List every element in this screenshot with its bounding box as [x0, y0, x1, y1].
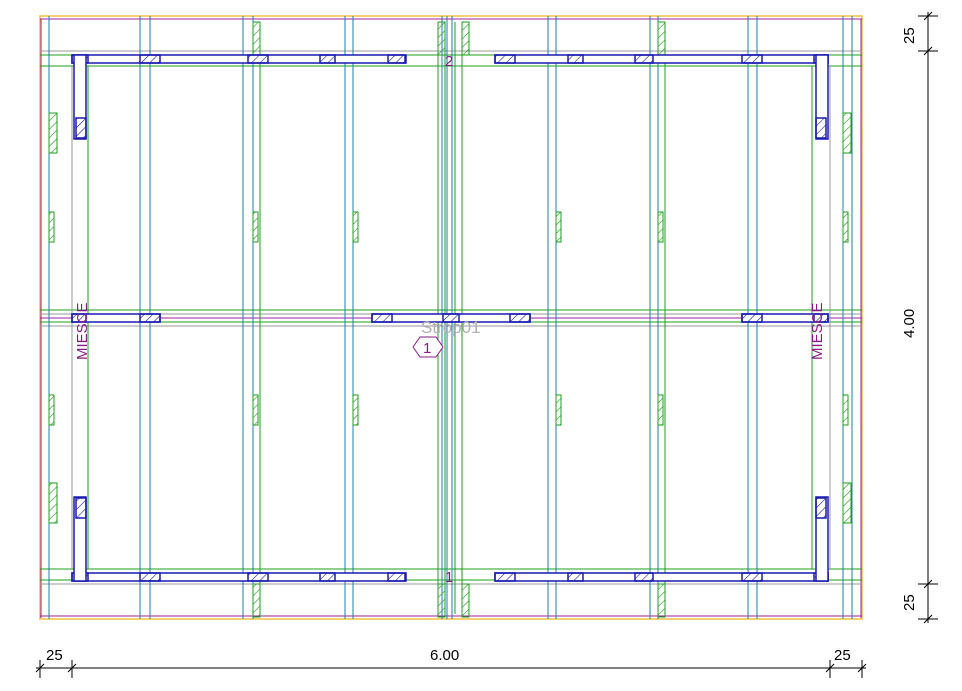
- beam-support: [634, 54, 654, 64]
- wall-strip: [48, 112, 58, 154]
- wall-strip: [48, 211, 55, 243]
- wall-strip: [461, 21, 470, 56]
- axis-label-top: 2: [445, 53, 453, 70]
- wall-strip: [657, 394, 664, 426]
- wall-strip: [842, 112, 852, 154]
- dim-bottom-middle: 6.00: [430, 647, 459, 664]
- wall-strip: [842, 211, 849, 243]
- beam-support: [139, 54, 161, 64]
- beam-support: [815, 497, 827, 519]
- dim-bottom-right: 25: [834, 647, 851, 664]
- room-label-right: MIESCE: [809, 302, 826, 360]
- beam-support: [509, 313, 531, 323]
- dim-right-middle: 4.00: [901, 309, 918, 338]
- wall-strip: [657, 583, 666, 618]
- beam-support: [319, 54, 336, 64]
- wall-strip: [657, 211, 664, 243]
- slab-label: Strop01: [421, 318, 481, 337]
- beam-support: [387, 54, 407, 64]
- wall-strip: [252, 394, 259, 426]
- dim-right-bottom: 25: [901, 594, 918, 611]
- beam-support: [494, 54, 516, 64]
- beams: [71, 54, 829, 582]
- beam: [494, 54, 829, 64]
- beam-support: [75, 497, 87, 519]
- beam-support: [741, 313, 763, 323]
- wall-strip: [555, 394, 562, 426]
- beam-support: [75, 117, 87, 139]
- wall-strip: [48, 482, 58, 524]
- dimension-right: [918, 11, 938, 624]
- beam-support: [442, 313, 460, 323]
- wall-strip: [48, 394, 55, 426]
- beam-support: [319, 572, 336, 582]
- beam: [494, 572, 829, 582]
- dim-bottom-left: 25: [46, 647, 63, 664]
- wall-strip: [842, 482, 852, 524]
- wall-strip: [657, 21, 666, 56]
- section-marker-label: 1: [423, 340, 431, 357]
- wall-strip: [461, 583, 470, 618]
- beam-support: [813, 313, 829, 323]
- wall-strip: [352, 394, 359, 426]
- beam-support: [139, 313, 161, 323]
- wall-strip: [555, 211, 562, 243]
- beam: [71, 54, 406, 64]
- beam-support: [387, 572, 407, 582]
- wall-strip: [437, 21, 446, 56]
- beam-support: [71, 313, 87, 323]
- wall-strip: [352, 211, 359, 243]
- beam-support: [567, 54, 584, 64]
- wall-strip: [252, 583, 261, 618]
- section-marker[interactable]: 1: [412, 336, 444, 358]
- beam-support: [494, 572, 516, 582]
- wall-strip: [252, 21, 261, 56]
- beam-support: [741, 54, 763, 64]
- beam-support: [567, 572, 584, 582]
- axis-label-bottom: 1: [445, 569, 453, 586]
- beam-support: [634, 572, 654, 582]
- beam: [71, 572, 406, 582]
- room-label-left: MIESCE: [74, 302, 91, 360]
- beam-support: [139, 572, 161, 582]
- beam-support: [815, 117, 827, 139]
- wall-strip: [252, 211, 259, 243]
- beam-support: [247, 572, 269, 582]
- beam-support: [247, 54, 269, 64]
- wall-strip: [437, 583, 446, 618]
- wall-strip: [842, 394, 849, 426]
- dimension-bottom: [35, 660, 867, 678]
- beam-support: [371, 313, 393, 323]
- beam-support: [741, 572, 763, 582]
- dim-right-top: 25: [901, 27, 918, 44]
